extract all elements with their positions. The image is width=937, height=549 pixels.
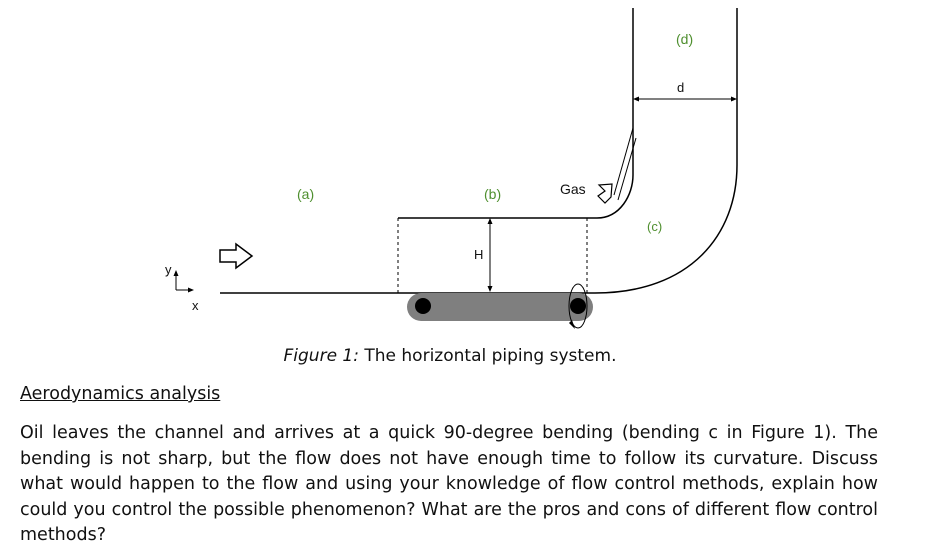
pipe-top-wall bbox=[398, 8, 634, 219]
rotation-arrowhead-icon bbox=[569, 320, 575, 329]
gas-label: Gas bbox=[560, 181, 586, 197]
label-c: (c) bbox=[647, 219, 662, 234]
section-heading: Aerodynamics analysis bbox=[20, 384, 221, 404]
figure-caption-text: The horizontal piping system. bbox=[364, 346, 617, 366]
axes-icon bbox=[173, 270, 194, 293]
inlet-arrow-icon bbox=[219, 242, 254, 270]
label-d: (d) bbox=[676, 31, 693, 47]
section-body: Oil leaves the channel and arrives at a … bbox=[20, 423, 878, 545]
axis-y-label: y bbox=[165, 262, 172, 277]
right-wheel bbox=[570, 298, 586, 314]
width-label: d bbox=[677, 80, 684, 95]
conveyor-body bbox=[407, 293, 593, 321]
height-dimension bbox=[487, 218, 493, 292]
label-b: (b) bbox=[484, 186, 501, 202]
width-dimension bbox=[633, 96, 737, 102]
axis-x-label: x bbox=[192, 298, 199, 313]
piping-diagram: y x H d Gas (a) (b) (c) (d) bbox=[165, 8, 738, 329]
gas-leader-line-2 bbox=[617, 137, 637, 201]
figure-caption-prefix: Figure 1: bbox=[283, 346, 359, 366]
pipe-bottom-wall bbox=[220, 8, 738, 294]
rotation-arrow-icon bbox=[568, 283, 588, 329]
gas-leader-line-1 bbox=[613, 127, 634, 196]
label-a: (a) bbox=[297, 186, 314, 202]
height-label: H bbox=[474, 247, 483, 262]
left-wheel bbox=[415, 298, 431, 314]
figure-caption: Figure 1: The horizontal piping system. bbox=[0, 346, 900, 366]
gas-arrow-icon bbox=[597, 183, 613, 204]
